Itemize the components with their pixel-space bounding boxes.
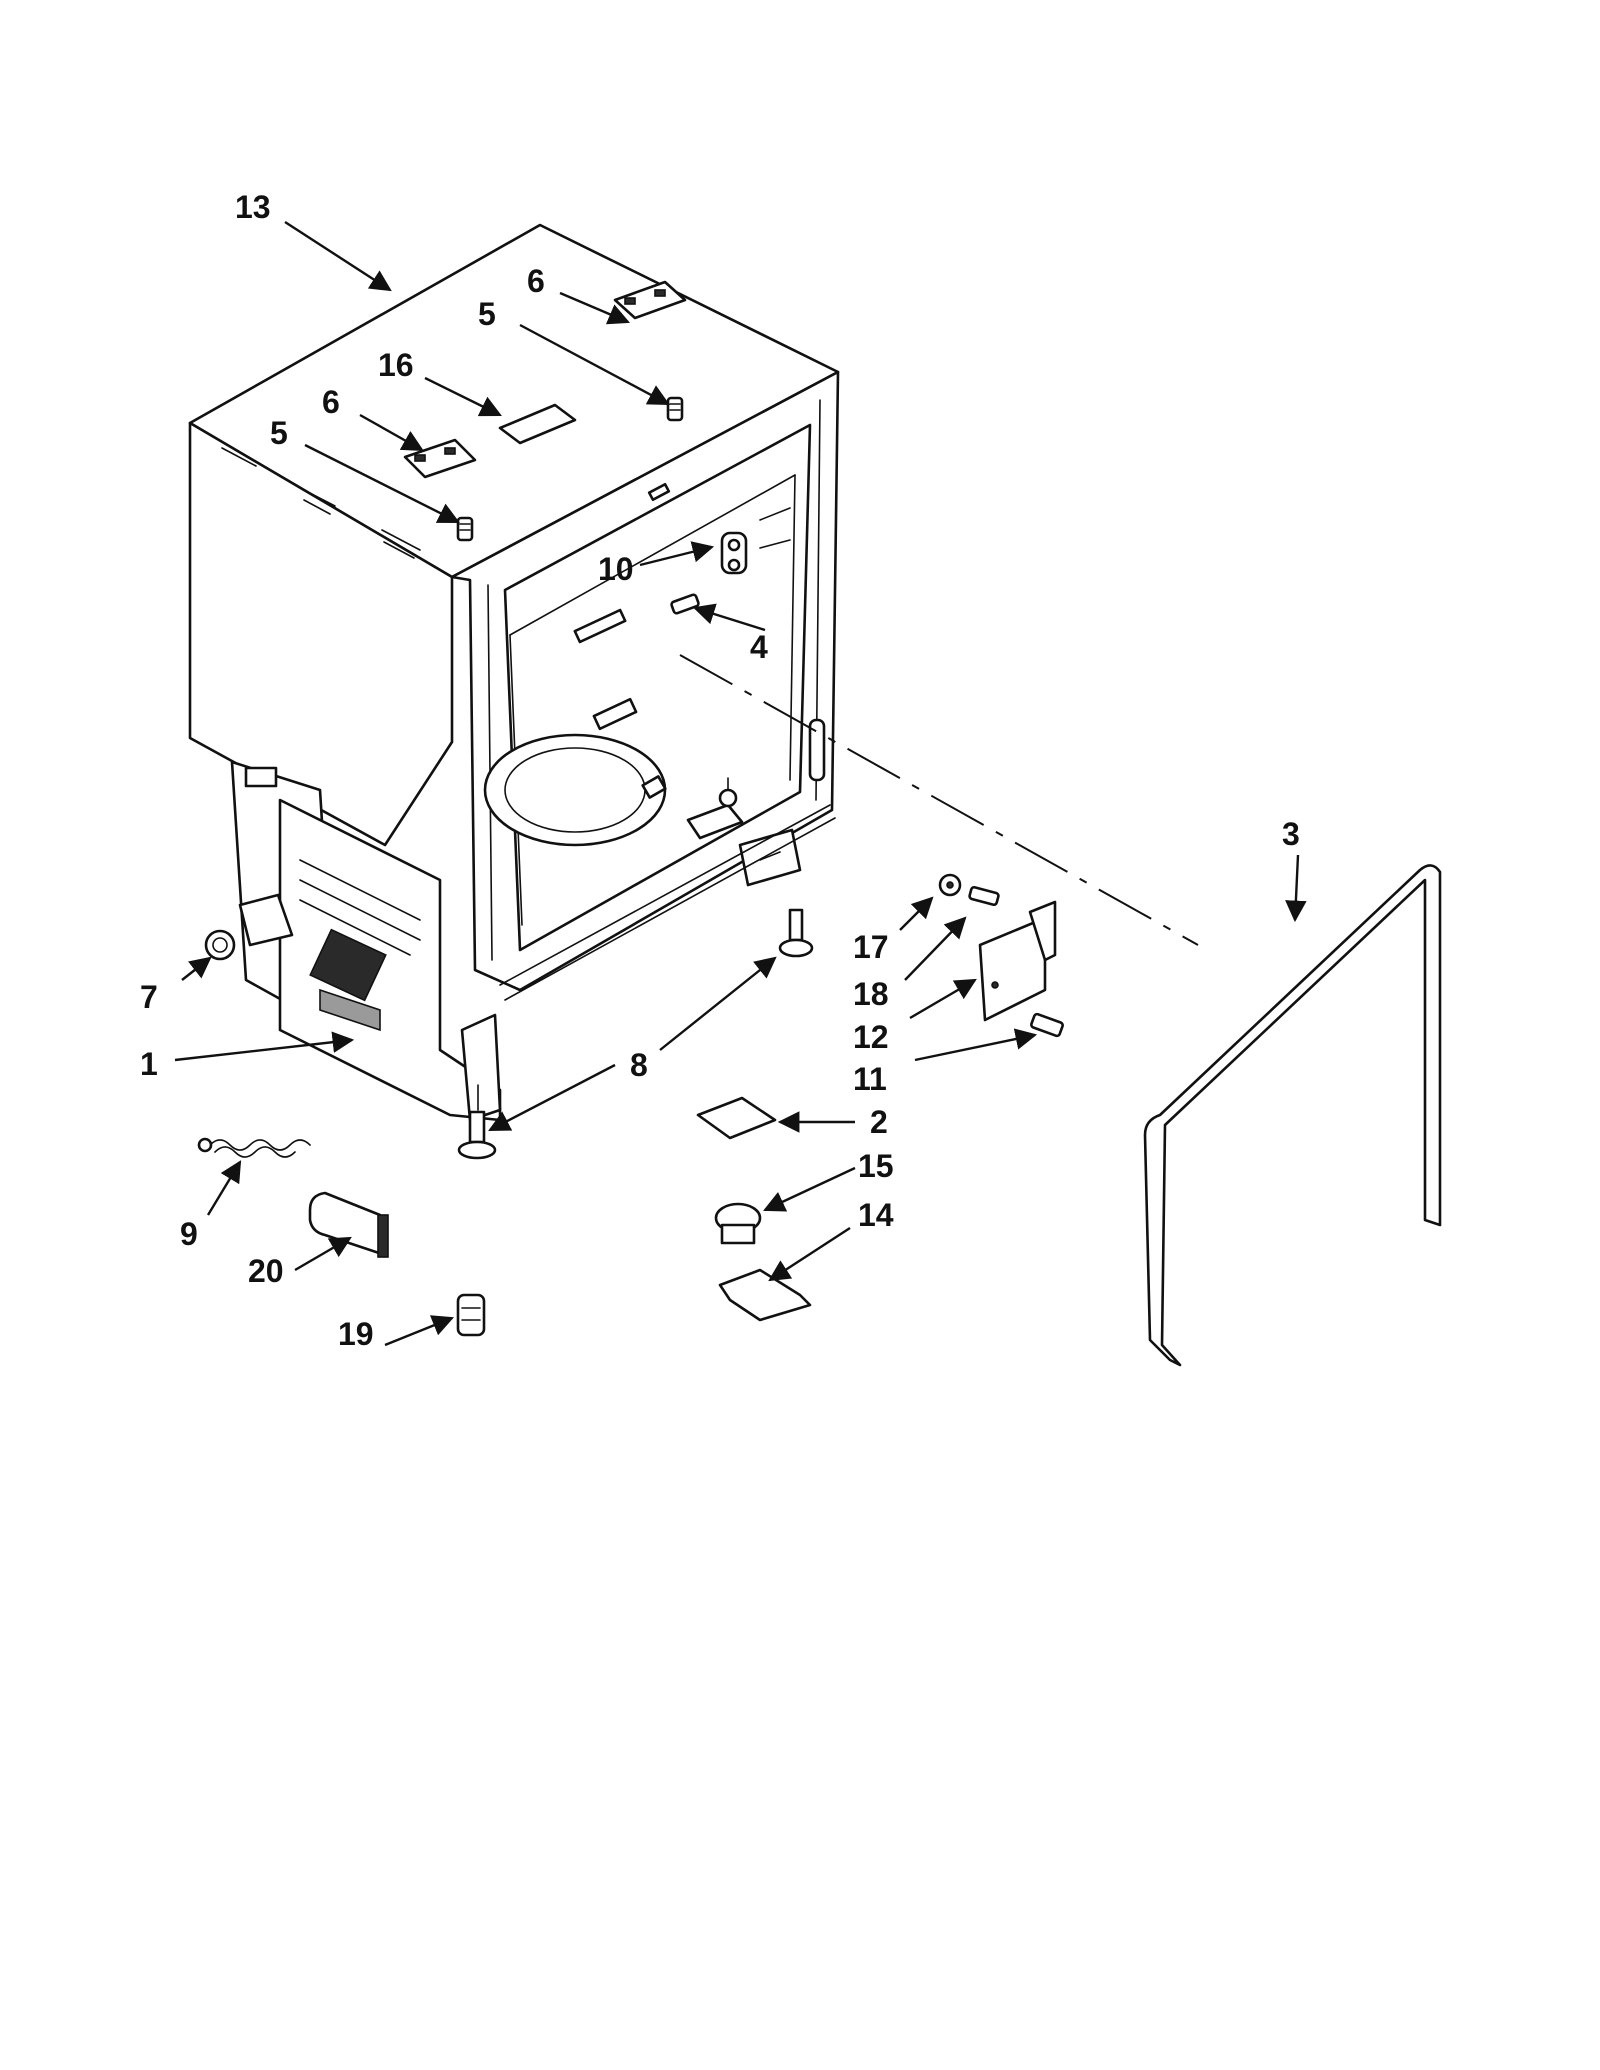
float-15 [714,1202,762,1245]
callout-17: 17 [853,929,889,965]
callout-9: 9 [180,1216,198,1252]
callout-8: 8 [630,1047,648,1083]
callout-10: 10 [598,551,634,587]
callout-6-lower: 6 [322,384,340,420]
wheel-7 [204,929,236,961]
gasket-centerline [679,654,1199,946]
clip-19 [456,1293,486,1337]
callout-11: 11 [853,1061,887,1097]
callout-3: 3 [1282,816,1300,852]
screw-11 [1030,1012,1064,1038]
hinge-bracket-lower [403,438,477,479]
callout-15: 15 [858,1148,894,1184]
screw-lower [456,516,474,542]
leveling-leg-right [778,908,814,958]
spring-9 [197,1137,311,1158]
callout-19: 19 [338,1316,374,1352]
bracket-14 [718,1268,812,1322]
screw-18 [968,885,1000,907]
leader-lines [174,220,1307,1347]
callout-1: 1 [140,1046,158,1082]
callout-labels: 13 6 5 16 6 5 10 4 3 17 18 12 11 7 1 8 2… [140,189,1300,1352]
top-plate [498,403,577,445]
door-strike [720,507,791,575]
leveling-leg-left [457,1084,497,1160]
callout-2: 2 [870,1104,888,1140]
callout-18: 18 [853,976,889,1012]
cover-20 [308,1191,389,1258]
callout-14: 14 [858,1197,894,1233]
callout-5-upper: 5 [478,296,496,332]
callout-7: 7 [140,979,158,1015]
callout-13: 13 [235,189,271,225]
strike-screw [670,593,700,615]
bracket-12 [978,900,1057,1022]
washer-17 [938,873,962,897]
door-gasket [1143,864,1442,1367]
callout-5-lower: 5 [270,415,288,451]
callout-6-upper: 6 [527,263,545,299]
callout-4: 4 [750,629,768,665]
callout-20: 20 [248,1253,284,1289]
callout-16: 16 [378,347,414,383]
screw-upper [666,396,684,422]
callout-12: 12 [853,1019,889,1055]
pad-2 [696,1096,777,1140]
